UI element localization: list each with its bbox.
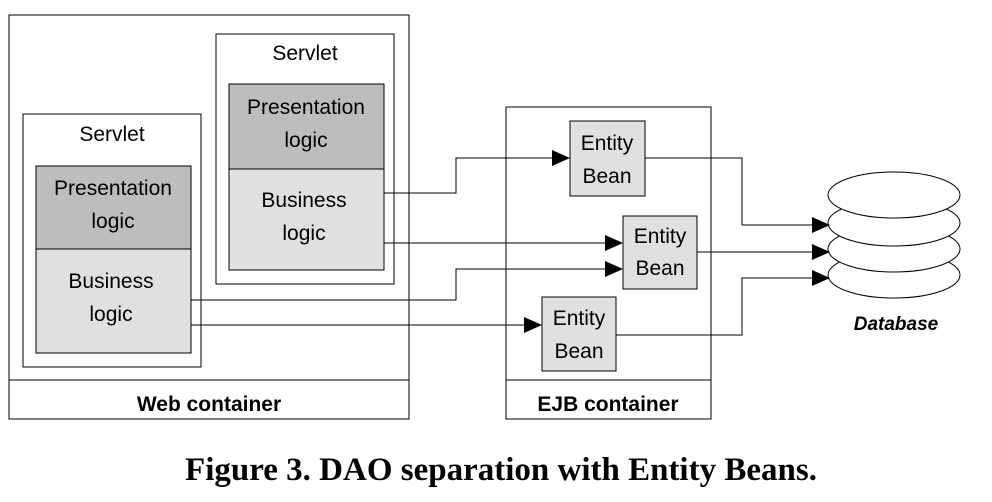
servlet-back: Servlet Presentation logic Business logi… (215, 33, 395, 285)
figure-caption: Figure 3. DAO separation with Entity Bea… (185, 452, 817, 488)
arrowhead-bean-2-lower (605, 261, 623, 277)
entity-bean-1: Entity Bean (569, 120, 646, 197)
entity-bean-1-box (569, 120, 646, 197)
servlet-front-presentation-line1: Presentation (54, 177, 172, 200)
entity-bean-3-box (541, 296, 617, 372)
entity-bean-2: Entity Bean (622, 215, 698, 290)
entity-bean-1-line1: Entity (581, 132, 634, 155)
entity-bean-3-line1: Entity (553, 307, 606, 330)
entity-bean-1-line2: Bean (582, 165, 631, 188)
database-icon (827, 171, 961, 299)
entity-bean-2-box (622, 215, 698, 290)
servlet-back-business-line2: logic (282, 222, 325, 245)
entity-bean-3: Entity Bean (541, 296, 617, 372)
entity-bean-3-line2: Bean (554, 340, 603, 363)
servlet-front-presentation-line2: logic (91, 210, 134, 233)
servlet-back-business-line1: Business (261, 189, 346, 212)
ejb-container-label: EJB container (537, 393, 678, 416)
connector-bean-1-to-db (645, 157, 812, 226)
servlet-front-business-logic (35, 248, 192, 354)
arrowhead-db-1 (812, 217, 830, 233)
servlet-back-business-logic (228, 168, 385, 271)
servlet-back-title: Servlet (272, 42, 338, 65)
servlet-front-business-line1: Business (68, 270, 153, 293)
database-label: Database (854, 314, 939, 335)
web-container-label: Web container (137, 393, 281, 416)
servlet-back-presentation-line2: logic (284, 129, 327, 152)
entity-bean-2-line2: Bean (635, 257, 684, 280)
entity-bean-2-line1: Entity (634, 225, 687, 248)
servlet-back-presentation-logic (228, 83, 385, 170)
arrowhead-db-3 (812, 270, 830, 286)
servlet-front: Servlet Presentation logic Business logi… (22, 113, 202, 368)
connector-back-to-bean-1 (384, 157, 552, 194)
arrowhead-bean-2-upper (605, 235, 623, 251)
servlet-back-presentation-line1: Presentation (247, 96, 365, 119)
arrowhead-db-2 (812, 244, 830, 260)
connector-bean-3-to-db (616, 277, 812, 336)
bean-connectors (191, 150, 623, 333)
arrowhead-bean-1 (552, 150, 570, 166)
database-disk-1 (827, 171, 961, 219)
arrowhead-bean-3 (524, 317, 542, 333)
connector-front-to-bean-2 (191, 268, 605, 301)
servlet-front-presentation-logic (35, 165, 192, 250)
servlet-front-business-line2: logic (89, 303, 132, 326)
servlet-front-title: Servlet (79, 123, 145, 146)
database-connectors (616, 157, 830, 336)
